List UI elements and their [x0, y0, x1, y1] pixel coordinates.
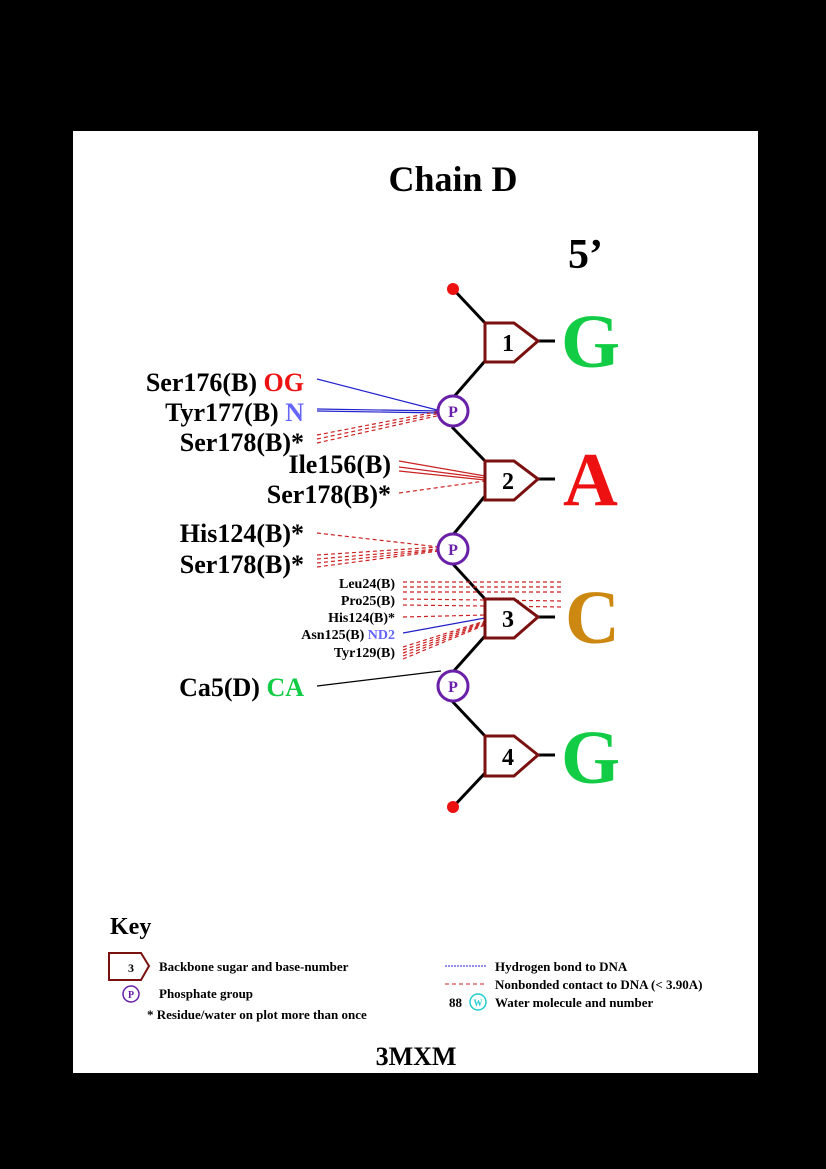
contact-lines: [316, 378, 564, 687]
sugar-number: 1: [502, 331, 514, 357]
nonbonded-line: [398, 466, 486, 479]
nonbonded-line: [402, 621, 486, 651]
key-sugar-number: 3: [128, 961, 134, 975]
nonbonded-line: [316, 548, 440, 560]
backbone: [450, 287, 555, 809]
residue-label: Ser176(B) OG: [146, 368, 304, 397]
sugar-pentagon: [483, 734, 541, 778]
nonbonded-line: [402, 620, 486, 648]
residue-label: Ser178(B)*: [180, 550, 304, 579]
key-repeat-text: * Residue/water on plot more than once: [147, 1007, 367, 1022]
residue-label-small: Pro25(B): [341, 594, 396, 609]
residue-label: Ca5(D) CA: [179, 673, 304, 702]
backbone-segment: [450, 495, 487, 537]
pdb-id: 3MXM: [376, 1042, 457, 1071]
nonbonded-line: [398, 470, 486, 481]
residue-labels-small: Leu24(B) Pro25(B) His124(B)* Asn125(B) N…: [301, 577, 395, 661]
dna-plot: Chain D 5’: [108, 159, 702, 1071]
phosphate-circle: [436, 669, 470, 703]
sugar-number: 3: [502, 607, 514, 633]
hbond-line: [316, 378, 442, 412]
backbone-segment: [450, 425, 487, 463]
phosphate-circle: [436, 394, 470, 428]
residue-labels: Ser176(B) OG Tyr177(B) N Ser178(B)* Ile1…: [146, 368, 391, 702]
terminal-5-dot: [447, 283, 459, 295]
phosphate-letter: P: [448, 404, 458, 421]
nonbonded-line: [402, 604, 564, 608]
backbone-segment: [450, 360, 487, 400]
nonbonded-line: [402, 622, 486, 654]
chain-title: Chain D: [388, 159, 517, 199]
sugar-group: 1 2 3 4: [483, 321, 541, 778]
sugar-number: 2: [502, 469, 514, 495]
base-letter: C: [565, 576, 620, 660]
sugar-number: 4: [502, 745, 514, 771]
nonbonded-line: [398, 480, 486, 494]
hbond-line: [316, 408, 442, 412]
phosphate-letter: P: [448, 542, 458, 559]
backbone-segment: [450, 635, 487, 674]
nonbonded-line: [402, 624, 486, 660]
residue-label: Ile156(B): [288, 450, 391, 479]
five-prime-label: 5’: [568, 232, 603, 278]
sugar-pentagon: [483, 459, 541, 502]
key-water-icon: [469, 993, 487, 1011]
key-water-symbol: W: [474, 998, 483, 1008]
key-nonbonded-text: Nonbonded contact to DNA (< 3.90A): [495, 977, 702, 992]
residue-label-small: Asn125(B) ND2: [301, 628, 395, 643]
key-water-text: Water molecule and number: [495, 995, 654, 1010]
nonbonded-line: [316, 412, 442, 440]
nonbonded-line: [402, 623, 486, 657]
residue-label-small: Tyr129(B): [334, 646, 396, 661]
key-phosphate-text: Phosphate group: [159, 986, 253, 1001]
backbone-segment: [450, 699, 487, 738]
key-legend: Key 3 Backbone sugar and base-number P P…: [108, 914, 702, 1022]
sugar-pentagon: [483, 597, 541, 640]
residue-label-small: His124(B)*: [328, 611, 395, 626]
sugar-pentagon: [483, 321, 541, 364]
phosphate-letter: P: [448, 679, 458, 696]
residue-label: His124(B)*: [180, 519, 304, 548]
nonbonded-line: [398, 460, 486, 477]
diagram-panel: Chain D 5’: [73, 131, 758, 1073]
residue-label: Tyr177(B) N: [165, 398, 304, 427]
key-sugar-text: Backbone sugar and base-number: [159, 959, 349, 974]
nonbonded-line: [316, 532, 440, 548]
hbond-line: [316, 410, 442, 414]
key-heading: Key: [110, 914, 151, 940]
nonbonded-line: [402, 598, 564, 602]
hbond-line: [402, 617, 486, 634]
nonbonded-line: [316, 410, 442, 436]
phosphate-circle: [436, 532, 470, 566]
backbone-terminal-5: [451, 287, 487, 325]
base-letter: A: [563, 438, 618, 522]
backbone-segment: [450, 561, 487, 601]
key-phosphate-symbol: P: [128, 990, 134, 1001]
residue-label: Ser178(B)*: [180, 428, 304, 457]
nonbonded-line: [316, 546, 440, 556]
key-hbond-text: Hydrogen bond to DNA: [495, 959, 628, 974]
terminal-3-dot: [447, 801, 459, 813]
key-sugar-icon: [108, 952, 151, 981]
nonbonded-line: [316, 550, 440, 568]
residue-label-small: Leu24(B): [339, 577, 395, 592]
backbone-terminal-3: [451, 771, 487, 809]
base-letter: G: [561, 300, 620, 384]
base-letter: G: [561, 716, 620, 800]
nonbonded-line: [402, 614, 486, 618]
key-phosphate-icon: [122, 985, 140, 1003]
nonbonded-line: [316, 549, 440, 564]
key-water-number: 88: [449, 995, 463, 1010]
nonbonded-line: [316, 414, 442, 444]
metal-contact-line: [316, 670, 442, 687]
phosphate-group: P P P: [436, 394, 470, 703]
residue-label: Ser178(B)*: [267, 480, 391, 509]
